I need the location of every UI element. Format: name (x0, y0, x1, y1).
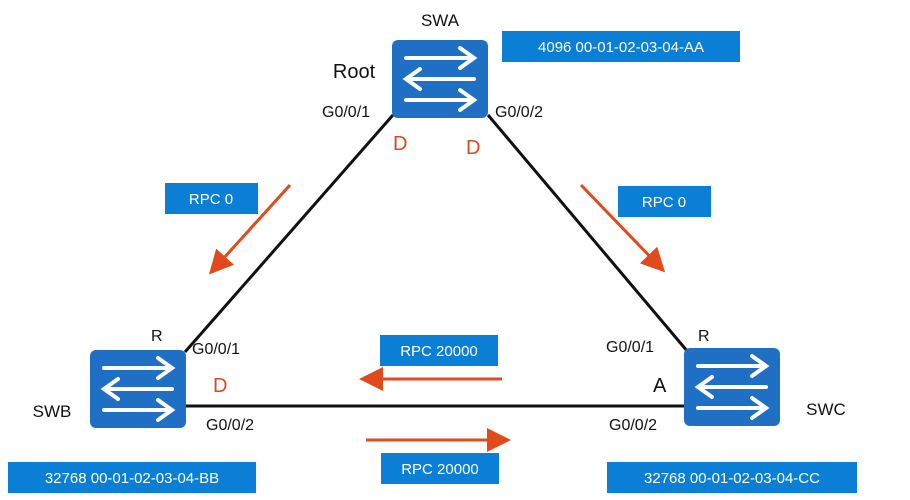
swc-bridge-id-box: 32768 00-01-02-03-04-CC (607, 462, 857, 493)
swb-g002-role: D (213, 375, 227, 397)
swb-name: SWB (33, 402, 72, 421)
switch-swa (392, 40, 488, 118)
swa-g002-role: D (466, 137, 480, 159)
swa-port-g001: G0/0/1 (322, 104, 370, 121)
rpc-box-swa-swc: RPC 0 (618, 186, 711, 217)
rpc-label-swb-swc: RPC 20000 (401, 461, 479, 478)
swb-port-g001: G0/0/1 (192, 341, 240, 358)
rpc-label-swa-swc: RPC 0 (642, 194, 686, 211)
link-swa-swc (486, 114, 690, 353)
swc-g001-role: R (698, 328, 710, 345)
switch-swb (90, 350, 186, 428)
swc-g002-role: A (653, 375, 667, 397)
swc-name: SWC (806, 400, 846, 419)
swc-bridge-id: 32768 00-01-02-03-04-CC (644, 470, 820, 487)
swb-port-g002: G0/0/2 (206, 417, 254, 434)
swb-bridge-id: 32768 00-01-02-03-04-BB (45, 470, 219, 487)
switch-swc (684, 348, 780, 426)
switch-arrows-icon (402, 46, 478, 112)
swa-g001-role: D (393, 133, 407, 155)
swa-root-label: Root (333, 61, 376, 83)
swa-bridge-id: 4096 00-01-02-03-04-AA (538, 39, 704, 56)
swb-bridge-id-box: 32768 00-01-02-03-04-BB (8, 462, 256, 493)
swa-name: SWA (421, 11, 460, 30)
swc-port-g002: G0/0/2 (609, 417, 657, 434)
rpc-box-swa-swb: RPC 0 (165, 183, 258, 214)
rpc-box-swc-swb: RPC 20000 (380, 335, 498, 366)
bpdu-arrow-swa-to-swb (208, 183, 292, 275)
bpdu-arrow-swa-to-swc (579, 183, 666, 273)
swa-port-g002: G0/0/2 (495, 104, 543, 121)
switch-arrows-icon (100, 356, 176, 422)
link-swa-swb (183, 114, 395, 353)
rpc-label-swa-swb: RPC 0 (189, 191, 233, 208)
switch-arrows-icon (694, 354, 770, 420)
swc-port-g001: G0/0/1 (606, 339, 654, 356)
rpc-label-swc-swb: RPC 20000 (400, 343, 478, 360)
swb-g001-role: R (151, 328, 163, 345)
swa-bridge-id-box: 4096 00-01-02-03-04-AA (502, 31, 740, 62)
rpc-box-swb-swc: RPC 20000 (381, 453, 499, 484)
